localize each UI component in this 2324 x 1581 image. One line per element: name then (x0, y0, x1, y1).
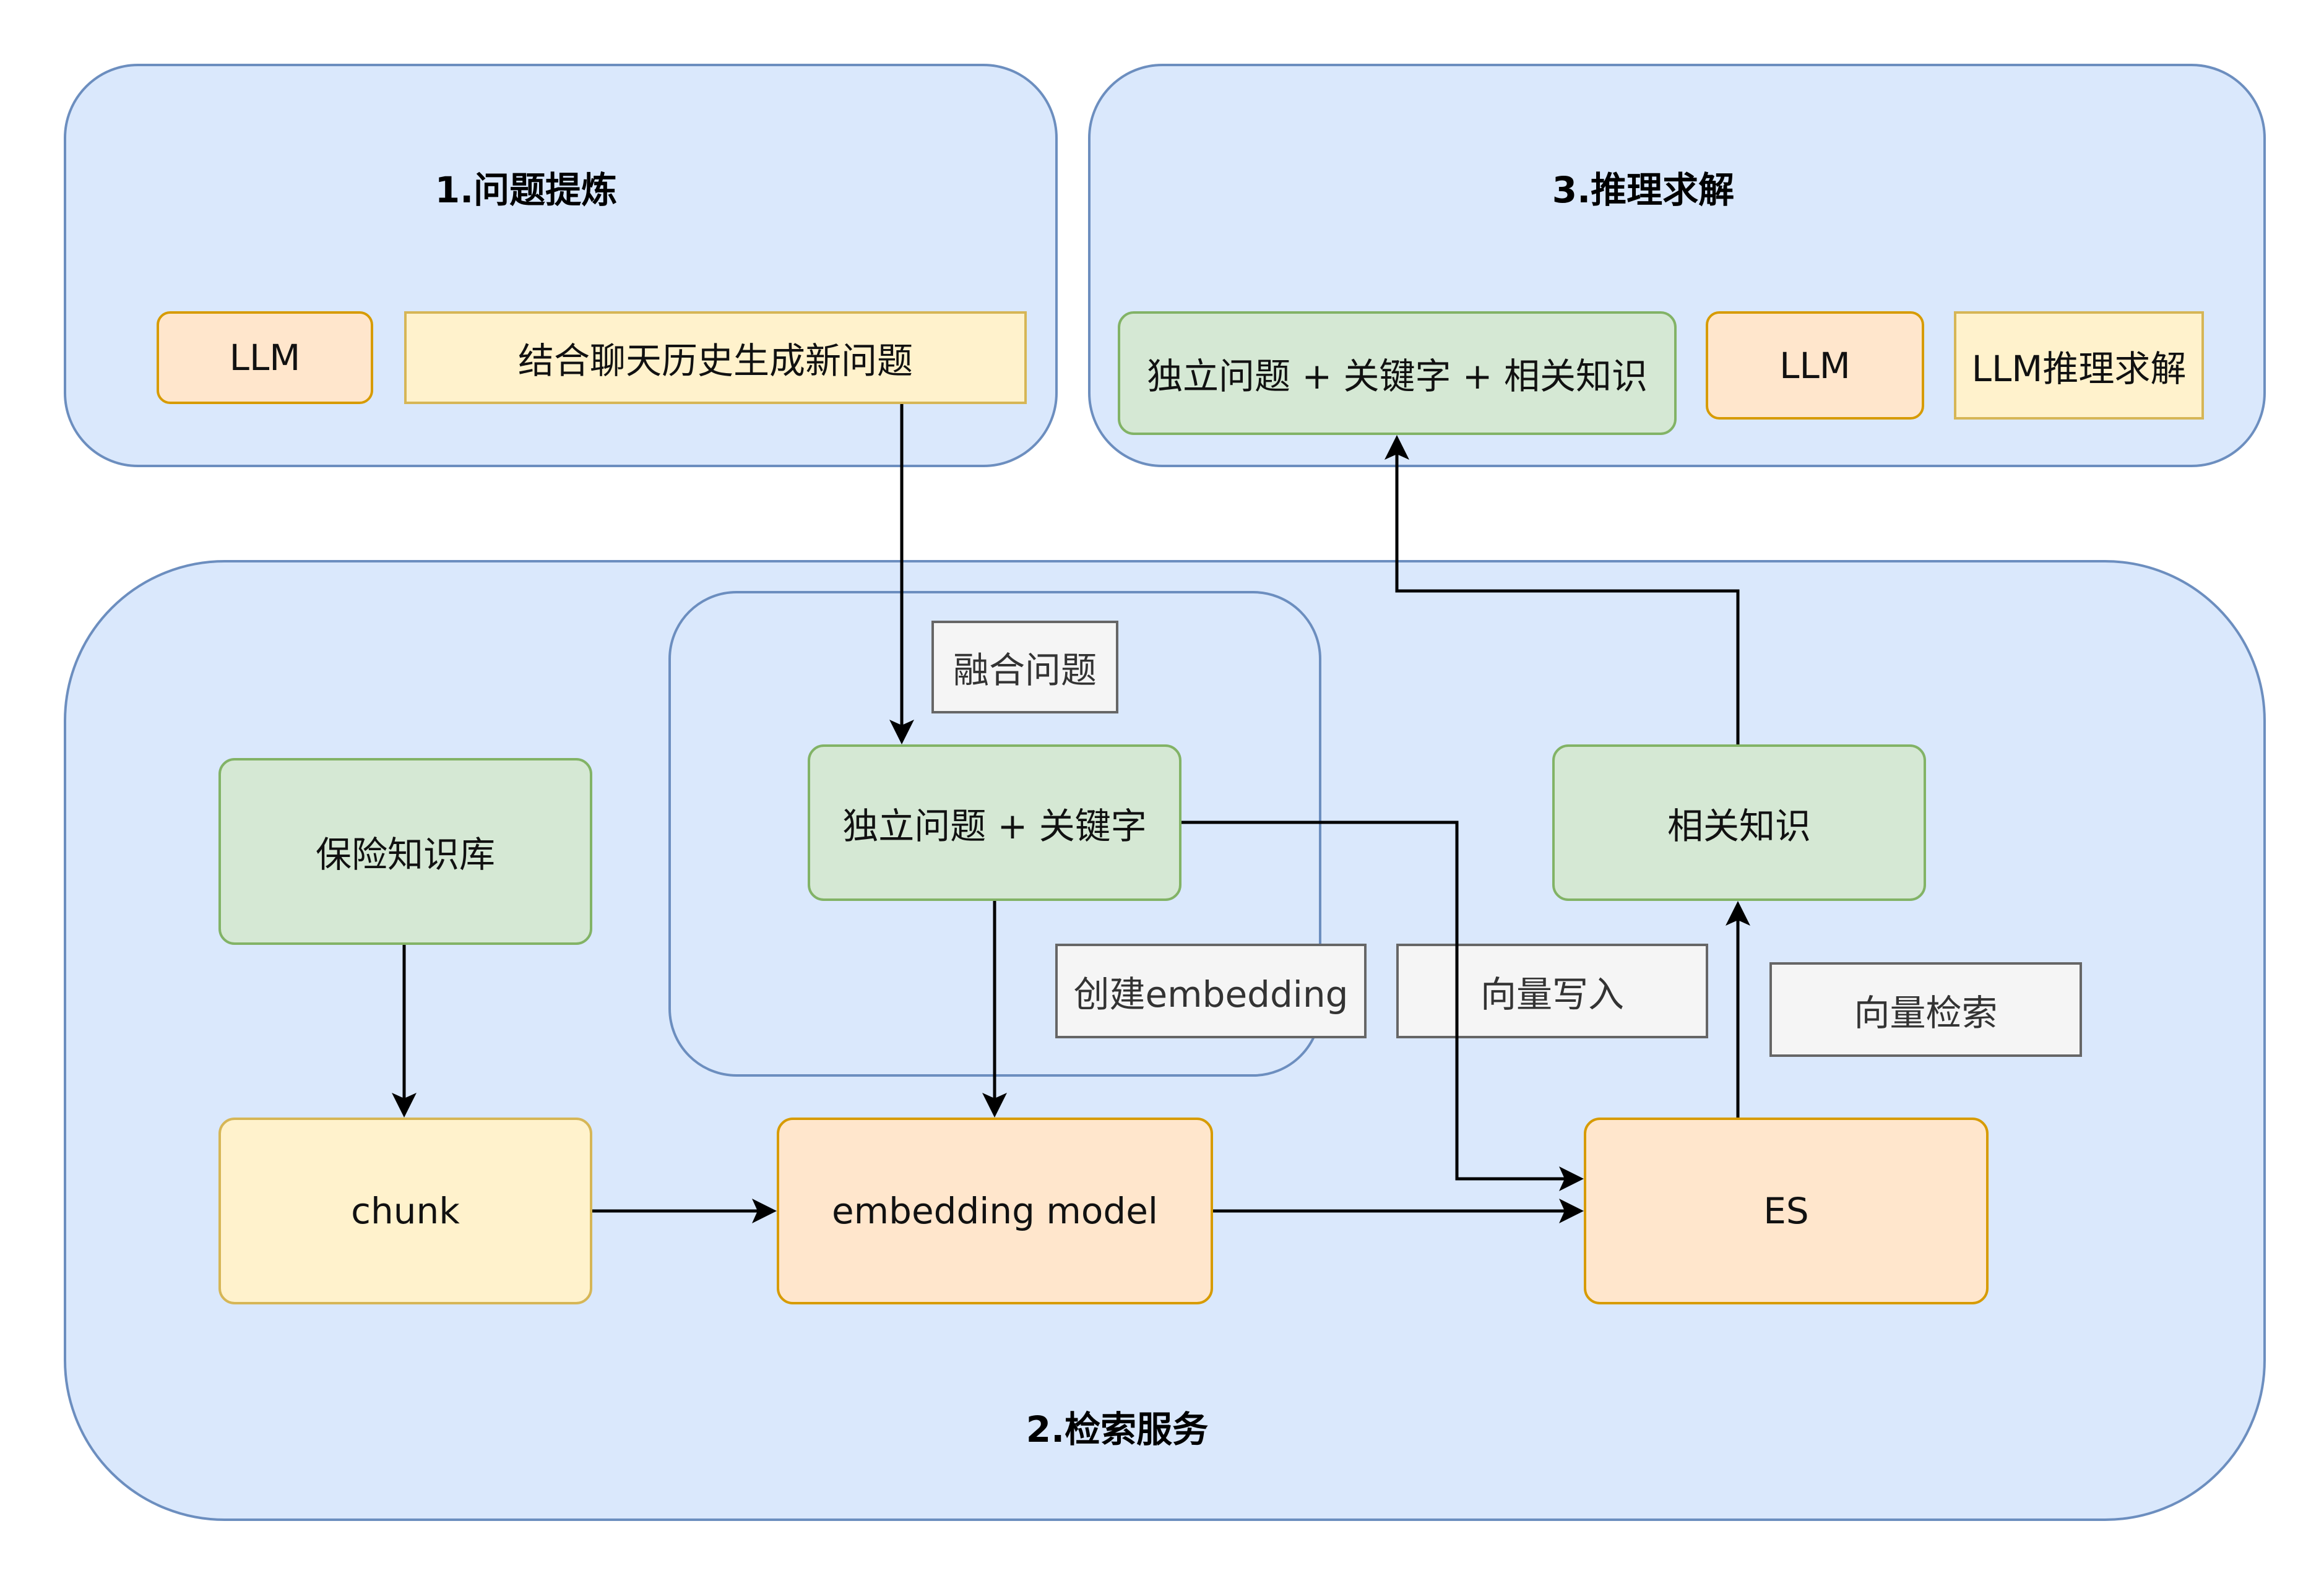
arrowhead-combined (1384, 435, 1409, 460)
fuse-question-label: 融合问题 (931, 621, 1118, 713)
llm-refine-node: LLM (157, 311, 373, 404)
region-question-refinement-title: 1.问题提炼 (434, 169, 618, 211)
region-retrieval-service-title: 2.检索服务 (1026, 1408, 1209, 1450)
arrowhead-embedding-left (752, 1199, 777, 1223)
arrowhead-standalone (889, 720, 914, 744)
vector-search-label: 向量检索 (1769, 962, 2082, 1057)
arrowhead-knowledge (1726, 901, 1750, 926)
embedding-model-node: embedding model (777, 1118, 1213, 1304)
llm-infer-node: LLM (1706, 311, 1924, 420)
arrowhead-embedding-top (982, 1093, 1007, 1118)
arrowhead-es-upper (1559, 1166, 1584, 1191)
chunk-node: chunk (218, 1118, 592, 1304)
edge-standalone-to-es (1181, 821, 1568, 1181)
arrowhead-es-middle (1559, 1199, 1584, 1223)
combined-input-node: 独立问题 + 关键字 + 相关知识 (1118, 311, 1677, 435)
related-knowledge-node: 相关知识 (1552, 744, 1926, 901)
edge-knowledge-to-combined (1395, 450, 1740, 744)
es-node: ES (1584, 1118, 1989, 1304)
insurance-knowledge-base-node: 保险知识库 (218, 758, 592, 945)
vector-write-label: 向量写入 (1396, 944, 1708, 1038)
generate-new-question-node: 结合聊天历史生成新问题 (404, 311, 1027, 404)
standalone-keywords-node: 独立问题 + 关键字 (808, 744, 1181, 901)
create-embedding-label: 创建embedding (1055, 944, 1367, 1038)
arrowhead-chunk (392, 1093, 417, 1118)
llm-reasoning-node: LLM推理求解 (1954, 311, 2204, 420)
region-reasoning-title: 3.推理求解 (1552, 169, 1735, 211)
